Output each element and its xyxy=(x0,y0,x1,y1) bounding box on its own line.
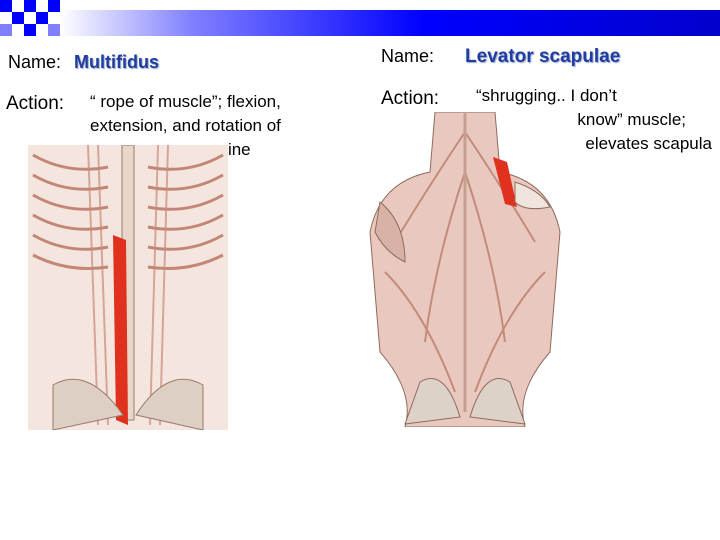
right-name-row: Name: Levator scapulae xyxy=(381,46,620,68)
right-action-line: elevates scapula xyxy=(585,134,712,153)
multifidus-illustration xyxy=(28,145,228,430)
checker-decoration xyxy=(0,0,60,36)
left-name-label: Name: xyxy=(8,52,62,72)
left-name-row: Name: Multifidus xyxy=(8,52,159,73)
left-action-line: extension, and rotation of xyxy=(90,116,281,135)
left-muscle-name: Multifidus xyxy=(74,52,160,72)
right-action-text: “shrugging.. I don’t know” muscle; eleva… xyxy=(476,84,712,156)
left-action-label: Action: xyxy=(6,93,65,114)
left-action-line: “ rope of muscle”; flexion, xyxy=(90,92,281,111)
right-name-label: Name: xyxy=(381,46,435,66)
levator-scapulae-illustration xyxy=(369,112,561,427)
right-action-line: know” muscle; xyxy=(577,110,686,129)
header-gradient-bar xyxy=(60,10,720,36)
right-action-line: “shrugging.. I don’t xyxy=(476,86,617,105)
header-band xyxy=(0,0,720,36)
right-action-label: Action: xyxy=(381,88,440,109)
right-muscle-name: Levator scapulae xyxy=(465,46,621,67)
